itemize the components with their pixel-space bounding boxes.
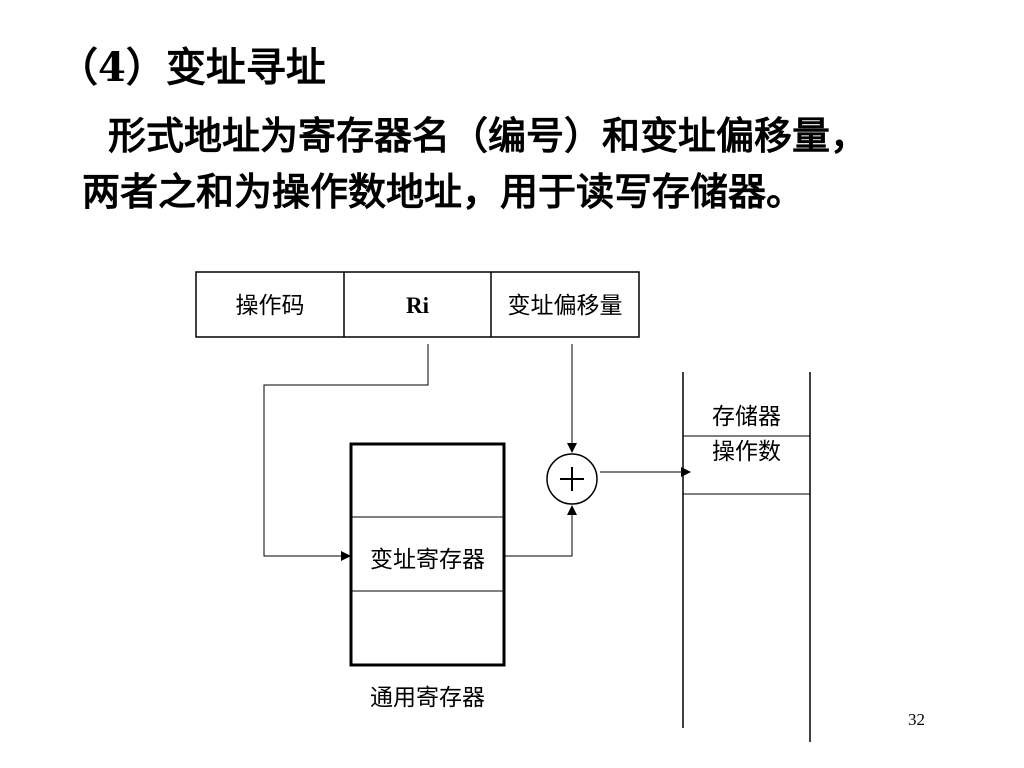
register-file bbox=[349, 442, 506, 667]
memory-cell-label-line2: 操作数 bbox=[712, 439, 781, 465]
instruction-format bbox=[195, 271, 640, 338]
memory-column bbox=[682, 372, 811, 742]
page-number: 32 bbox=[908, 710, 925, 729]
field-offset-label: 变址偏移量 bbox=[507, 293, 623, 319]
paragraph-line-2: 两者之和为操作数地址，用于读写存储器。 bbox=[82, 169, 805, 214]
paragraph-line-1: 形式地址为寄存器名（编号）和变址偏移量， bbox=[108, 113, 869, 158]
adder-circle bbox=[546, 453, 598, 505]
memory-cell-label-line1: 存储器 bbox=[712, 404, 781, 430]
ri-to-register-arrow bbox=[263, 344, 429, 561]
field-opcode-label: 操作码 bbox=[235, 293, 305, 319]
field-ri-label: Ri bbox=[406, 293, 429, 318]
index-register-label: 变址寄存器 bbox=[370, 547, 485, 573]
slide-heading: （4）变址寻址 bbox=[58, 44, 326, 91]
register-to-adder-arrow bbox=[505, 505, 577, 557]
register-file-caption: 通用寄存器 bbox=[370, 685, 485, 711]
